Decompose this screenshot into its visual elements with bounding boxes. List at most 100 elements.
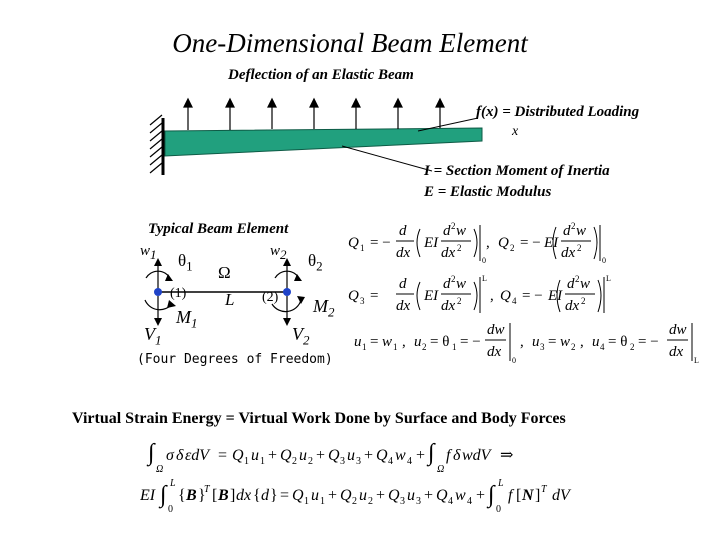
svg-text:N: N — [521, 487, 535, 504]
svg-text:dw: dw — [669, 322, 687, 338]
svg-text:EI: EI — [140, 487, 156, 504]
svg-text:4: 4 — [600, 342, 605, 352]
svg-text:σ: σ — [166, 447, 175, 464]
x-axis-label: x — [512, 124, 519, 139]
svg-text:1: 1 — [304, 496, 309, 507]
svg-text:+: + — [364, 447, 373, 464]
svg-text:4: 4 — [407, 456, 412, 467]
svg-text:EI: EI — [543, 235, 559, 251]
svg-text:2: 2 — [457, 296, 462, 306]
svg-text:= −: = − — [522, 288, 543, 304]
svg-text:dw: dw — [487, 322, 505, 338]
svg-text:∫: ∫ — [486, 482, 496, 509]
svg-text:1: 1 — [260, 456, 265, 467]
svg-text:2: 2 — [510, 243, 515, 253]
svg-text:Q: Q — [280, 447, 292, 464]
svg-text:,: , — [580, 334, 584, 350]
svg-text:w: w — [395, 447, 406, 464]
page-subtitle: Deflection of an Elastic Beam — [228, 67, 414, 83]
svg-text:{: { — [178, 487, 186, 504]
svg-text:dx: dx — [396, 298, 411, 314]
svg-text:dV: dV — [552, 487, 572, 504]
w1-label: w1 — [140, 243, 157, 262]
svg-text:w: w — [455, 487, 466, 504]
svg-text:Ω: Ω — [156, 464, 163, 475]
svg-text:w: w — [382, 334, 392, 350]
svg-text:,: , — [402, 334, 406, 350]
svg-text:w: w — [456, 223, 466, 239]
svg-text:f: f — [446, 447, 453, 464]
beam-body — [164, 127, 483, 157]
svg-text:w: w — [560, 334, 570, 350]
svg-text:=: = — [280, 487, 289, 504]
fixed-wall — [149, 114, 165, 175]
svg-text:L: L — [169, 478, 176, 489]
svg-text:B: B — [185, 487, 197, 504]
svg-text:dx: dx — [236, 487, 251, 504]
node2-label: (2) — [262, 290, 279, 305]
svg-text:+: + — [328, 487, 337, 504]
svg-text:d: d — [399, 276, 407, 292]
svg-text:= −: = − — [520, 235, 541, 251]
svg-text:d: d — [443, 276, 451, 292]
svg-text:}: } — [270, 487, 278, 504]
page-title: One-Dimensional Beam Element — [172, 28, 528, 58]
svg-text:3: 3 — [540, 342, 545, 352]
svg-text:εdV: εdV — [185, 447, 211, 464]
svg-text:Q: Q — [292, 487, 304, 504]
svg-text:EI: EI — [423, 288, 439, 304]
svg-text:2: 2 — [308, 456, 313, 467]
svg-text:4: 4 — [512, 296, 517, 306]
length-label: L — [225, 290, 235, 309]
svg-text:}: } — [198, 487, 206, 504]
svg-text:⇒: ⇒ — [500, 447, 513, 464]
svg-text:1: 1 — [244, 456, 249, 467]
svg-text:4: 4 — [467, 496, 472, 507]
svg-text:1: 1 — [393, 342, 398, 352]
svg-text:L: L — [606, 274, 611, 283]
element-sketch — [144, 258, 305, 326]
distributed-load-arrows — [183, 97, 445, 130]
svg-text:3: 3 — [340, 456, 345, 467]
omega-label: Ω — [218, 263, 231, 282]
svg-text:u: u — [251, 447, 259, 464]
theta1-label: θ1 — [178, 251, 193, 274]
svg-text:d: d — [261, 487, 270, 504]
svg-text:d: d — [567, 276, 575, 292]
svg-text:Q: Q — [348, 235, 359, 251]
svg-text:w: w — [456, 276, 466, 292]
svg-text:2: 2 — [581, 296, 586, 306]
svg-text:dx: dx — [396, 245, 411, 261]
svg-text:= −: = − — [370, 235, 391, 251]
svg-text:Q: Q — [340, 487, 352, 504]
svg-text:2: 2 — [451, 274, 456, 284]
svg-text:d: d — [563, 223, 571, 239]
svg-text:3: 3 — [400, 496, 405, 507]
svg-text:δ: δ — [176, 447, 184, 464]
svg-text:dx: dx — [441, 298, 456, 314]
svg-text:w: w — [576, 223, 586, 239]
svg-text:L: L — [694, 356, 699, 365]
svg-text:=: = — [370, 334, 378, 350]
svg-text:2: 2 — [292, 456, 297, 467]
svg-text:dx: dx — [669, 344, 684, 360]
svg-text:0: 0 — [168, 504, 173, 515]
svg-text:+: + — [316, 447, 325, 464]
svg-text:=: = — [548, 334, 556, 350]
m1-label: M1 — [176, 307, 198, 331]
svg-text:4: 4 — [388, 456, 393, 467]
svg-text:T: T — [541, 484, 548, 495]
svg-text:,: , — [490, 288, 494, 304]
svg-text:{: { — [253, 487, 261, 504]
svg-text:u: u — [414, 334, 422, 350]
svg-text:EI: EI — [423, 235, 439, 251]
svg-text:1: 1 — [360, 243, 365, 253]
distributed-load-label: f(x) = Distributed Loading — [476, 104, 640, 120]
svg-text:u: u — [347, 447, 355, 464]
svg-text:,: , — [520, 334, 524, 350]
element-heading: Typical Beam Element — [148, 221, 289, 237]
svg-text:]: ] — [230, 487, 235, 504]
